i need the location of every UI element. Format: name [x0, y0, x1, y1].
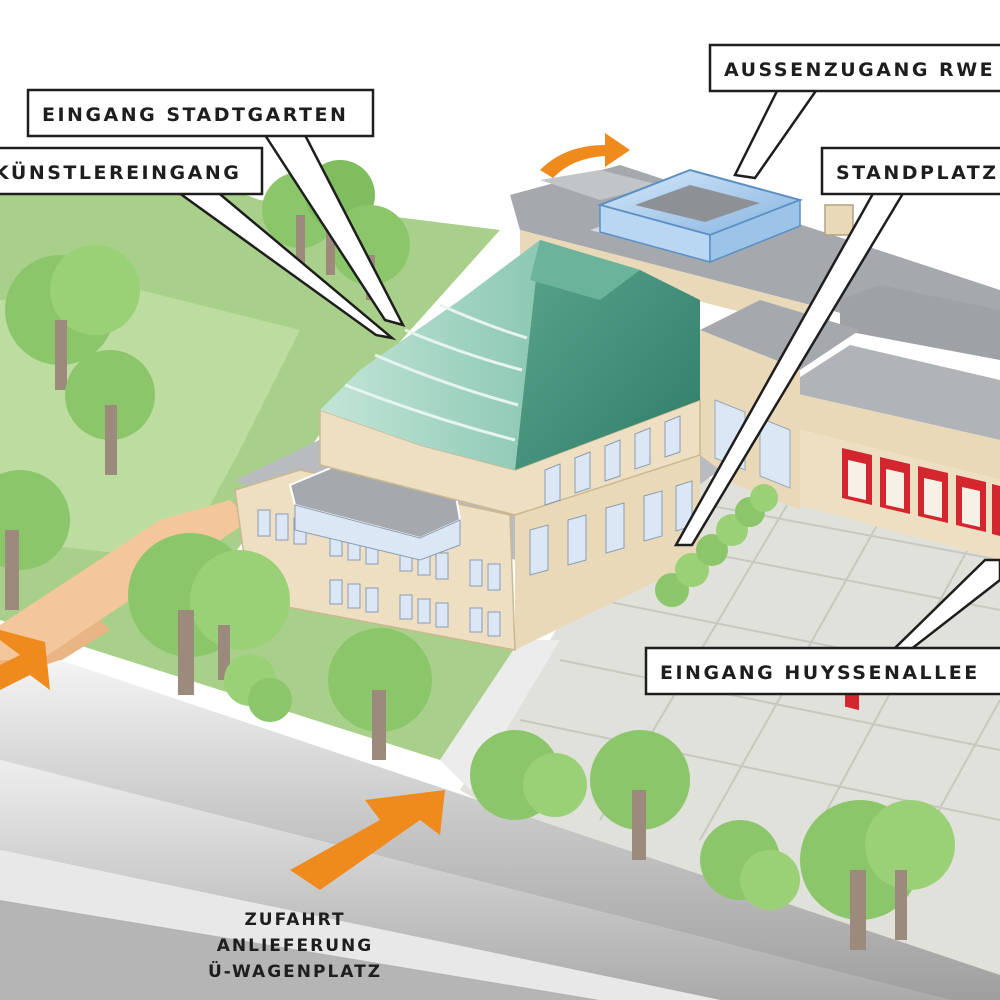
tree — [0, 470, 70, 610]
glass-pavilion-inner — [635, 185, 760, 222]
road-side — [0, 900, 600, 1000]
arrow-aussenzugang — [540, 133, 630, 178]
right-wing-roof-top — [840, 285, 1000, 360]
callout-pointers — [171, 83, 1000, 652]
foreground-trees — [0, 245, 955, 950]
shrub — [224, 654, 292, 722]
dome-roof-right — [515, 240, 700, 470]
right-wing-facade-top — [780, 390, 1000, 480]
tree — [128, 533, 290, 695]
shrub-row — [655, 484, 778, 607]
connector-roof — [700, 300, 860, 370]
road-curb — [0, 850, 720, 1000]
shrub — [470, 730, 587, 820]
road-lane — [0, 760, 950, 1000]
tree — [800, 800, 955, 950]
dome-roof-bands — [344, 303, 528, 442]
callout-huyssenallee: EINGANG HUYSSENALLEE — [644, 646, 1000, 696]
callout-huyssenallee-label: EINGANG HUYSSENALLEE — [660, 662, 980, 684]
arrow-zufahrt — [290, 790, 445, 890]
dome-roof-ridge — [530, 240, 640, 300]
callout-kuenstler-label: KÜNSTLEREINGANG — [0, 160, 241, 184]
access-label-line1: ZUFAHRT — [244, 910, 345, 930]
hall-drum-windows — [544, 415, 681, 506]
dome-roof-left — [320, 240, 540, 470]
tree — [328, 628, 432, 760]
shrub — [700, 820, 800, 910]
callout-aussenzugang: AUSSENZUGANG RWE — [708, 43, 1000, 93]
road-front — [0, 660, 1000, 1000]
arrow-left-entrance — [0, 630, 50, 690]
access-label-line3: Ü-WAGENPLATZ — [208, 960, 382, 982]
callout-stadtgarten-label: EINGANG STADTGARTEN — [42, 104, 348, 126]
right-wing-windows — [842, 448, 1000, 536]
foyer-glass — [294, 504, 461, 561]
callout-stadtgarten: EINGANG STADTGARTEN — [26, 88, 375, 138]
glass-pavilion-side — [709, 198, 801, 264]
main-hall-front-windows — [529, 480, 693, 576]
callout-standplatz: STANDPLATZ — [820, 146, 1000, 196]
chimney-tower — [824, 204, 854, 236]
callout-kuenstler: KÜNSTLEREINGANG — [0, 146, 264, 196]
callout-standplatz-label: STANDPLATZ — [836, 162, 999, 184]
right-wing-roof — [780, 345, 1000, 440]
main-hall-windows — [257, 509, 501, 637]
access-label-line2: ANLIEFERUNG — [217, 936, 373, 956]
tree — [5, 245, 140, 390]
tree — [65, 350, 155, 475]
tree — [590, 730, 690, 860]
sidewalk-right — [440, 640, 560, 790]
callout-aussenzugang-label: AUSSENZUGANG RWE — [724, 59, 995, 81]
access-label: ZUFAHRT ANLIEFERUNG Ü-WAGENPLATZ — [208, 910, 382, 982]
